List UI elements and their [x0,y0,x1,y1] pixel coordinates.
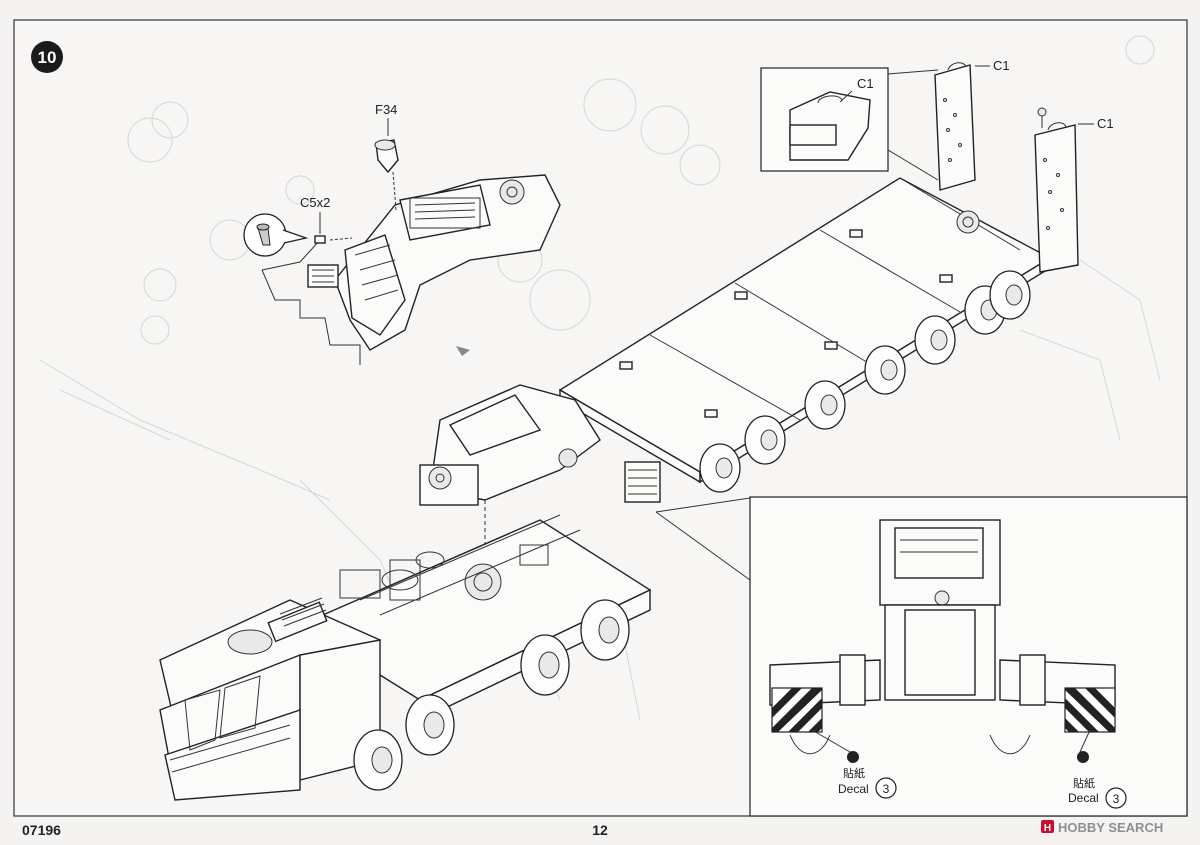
page-number: 12 [592,822,608,838]
part-label-c1-left: C1 [993,58,1010,73]
svg-text:H: H [1044,823,1051,834]
tractor-truck [159,514,652,801]
part-label-c1-detail: C1 [857,76,874,91]
watermark-text: HOBBY SEARCH [1058,820,1163,835]
part-label-c5: C5x2 [300,195,330,210]
part-label-c1-right: C1 [1097,116,1114,131]
tractor-wheels [353,599,630,791]
decal-cn-right: 貼紙 [1073,776,1095,790]
decal-num-left: 3 [883,782,890,796]
decal-en-right: Decal [1068,791,1099,805]
decal-cn-left: 貼紙 [843,766,865,780]
assembly-arrow [456,346,470,356]
semi-trailer [419,62,1079,575]
decal-icon-left [847,751,859,763]
step-badge: 10 [31,41,63,73]
step-number: 10 [38,48,57,67]
decal-number-badge-left [875,777,897,799]
hazard-plate-right [1064,687,1116,733]
c1-detail-box [760,67,939,181]
decal-en-left: Decal [838,782,869,796]
decal-number-badge-right [1105,787,1127,809]
hazard-plate-left [771,687,823,733]
rear-view-detail-box [655,496,1188,817]
reverse-page-ghost [39,35,1161,721]
kit-number: 07196 [22,822,61,838]
gooseneck-subassembly [261,118,561,365]
trailer-wheels [699,270,1031,493]
pin-magnifier-bubble [243,213,309,257]
part-label-f34: F34 [375,102,397,117]
decal-num-right: 3 [1113,792,1120,806]
decal-icon-right [1077,751,1089,763]
watermark-logo: H [1041,820,1054,834]
